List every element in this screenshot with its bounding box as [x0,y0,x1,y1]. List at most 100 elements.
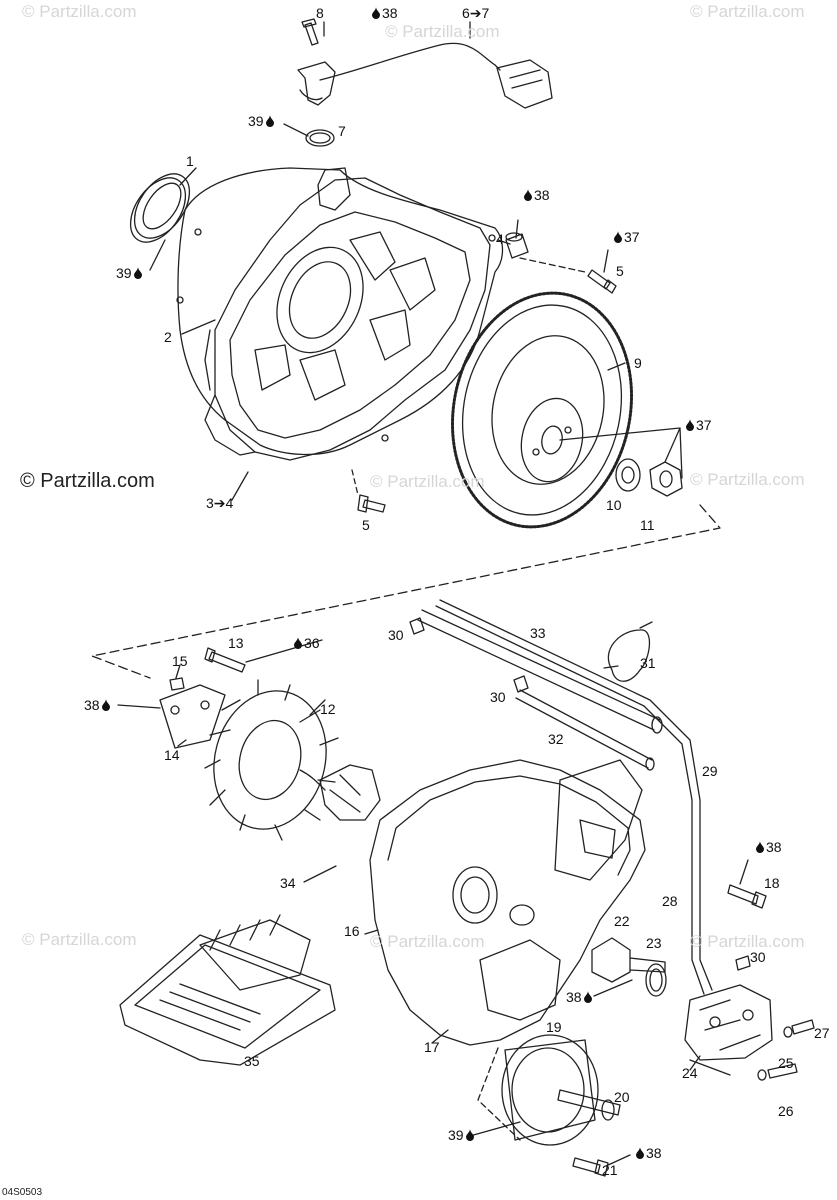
clip-30-upper [409,617,425,635]
o-ring-23 [645,963,667,997]
callout-c13: 13 [228,636,244,650]
oil-drop-icon [465,1129,475,1141]
callout-c9: 9 [634,356,642,370]
washer-25b [757,1069,767,1081]
callout-text: 9 [634,355,642,371]
leader-38a [515,219,519,239]
callout-text: 2 [164,329,172,345]
leader-3 [231,471,249,501]
callout-c33: 33 [530,626,546,640]
callout-text: 25 [778,1055,794,1071]
callout-c30a: 30 [388,628,404,642]
callout-c21: 21 [602,1163,618,1177]
callout-text: 18 [764,875,780,891]
callout-c10: 10 [606,498,622,512]
clip-30-middle [513,675,529,693]
callout-s38e: 38 [566,990,594,1004]
oil-drop-icon [133,267,143,279]
leader-dashed-top [519,257,586,273]
callout-text: 13 [228,635,244,651]
leader-15 [175,664,181,679]
callout-text: 10 [606,497,622,513]
callout-s39a: 39 [248,114,276,128]
watermark-3: © Partzilla.com [690,2,805,21]
leader-38d [593,979,633,997]
callout-c6: 6➔7 [462,6,489,20]
ring-gear-flywheel [450,291,634,529]
dowel-sleeve [505,232,529,259]
o-ring [305,129,335,147]
callout-s38c: 38 [84,698,112,712]
leader-39b [149,239,166,271]
screw-26 [767,1063,798,1079]
callout-c27: 27 [814,1026,830,1040]
sensor-cable [319,42,501,81]
leader-14 [177,739,187,747]
callout-text: 3➔4 [206,495,234,511]
screw-15 [169,677,185,691]
callout-s37b: 37 [684,418,712,432]
leader-39a [283,123,309,137]
brand-watermark: © Partzilla.com [20,470,155,492]
callout-text: 24 [682,1065,698,1081]
callout-c1: 1 [186,154,194,168]
washer-25a [783,1026,793,1038]
callout-text: 30 [490,689,506,705]
oil-drop-icon [583,991,593,1003]
callout-text: 38 [566,989,582,1005]
leader-1 [179,167,197,186]
callout-text: 7 [338,123,346,139]
watermark-6: © Partzilla.com [22,930,137,949]
watermark-7: © Partzilla.com [370,932,485,951]
callout-text: 20 [614,1089,630,1105]
oil-seal [129,173,191,243]
callout-s39c: 39 [448,1128,476,1142]
callout-c30c: 30 [750,950,766,964]
shaft-20 [557,1089,621,1121]
callout-c23: 23 [646,936,662,950]
oil-drop-icon [523,189,533,201]
divider-dashed [91,504,721,679]
watermark-4: © Partzilla.com [370,472,485,491]
drawing-code: 04S0503 [2,1187,43,1198]
callout-text: 39 [248,113,264,129]
pto-cover [369,759,646,1046]
leader-17 [431,1029,449,1044]
leader-2 [181,319,216,335]
oil-pump [684,984,773,1076]
callout-c25: 25 [778,1056,794,1070]
callout-c4: 4 [496,232,504,246]
tube-32 [515,689,655,771]
callout-text: 16 [344,923,360,939]
callout-c34: 34 [280,876,296,890]
callout-text: 27 [814,1025,830,1041]
callout-text: 17 [424,1039,440,1055]
callout-text: 5 [616,263,624,279]
callout-text: 38 [646,1145,662,1161]
callout-c30b: 30 [490,690,506,704]
cover-gasket [176,167,504,456]
hose-29 [435,599,713,995]
callout-text: 39 [448,1127,464,1143]
watermark-8: © Partzilla.com [690,932,805,951]
callout-text: 39 [116,265,132,281]
callout-c17: 17 [424,1040,440,1054]
callout-c22: 22 [614,914,630,928]
callout-c5b: 5 [362,518,370,532]
callout-text: 35 [244,1053,260,1069]
tube-33 [417,609,663,734]
oil-drop-icon [101,699,111,711]
callout-text: 23 [646,935,662,951]
oil-drop-icon [635,1147,645,1159]
callout-s38f: 38 [634,1146,662,1160]
leader-dashed-screw [351,469,359,496]
oil-drop-icon [293,637,303,649]
leader-16 [364,929,379,935]
watermark-5: © Partzilla.com [690,470,805,489]
callout-text: 26 [778,1103,794,1119]
callout-s37a: 37 [612,230,640,244]
callout-text: 36 [304,635,320,651]
callout-c11: 11 [640,518,655,532]
housing-screw-lower [357,494,386,513]
callout-text: 38 [534,187,550,203]
